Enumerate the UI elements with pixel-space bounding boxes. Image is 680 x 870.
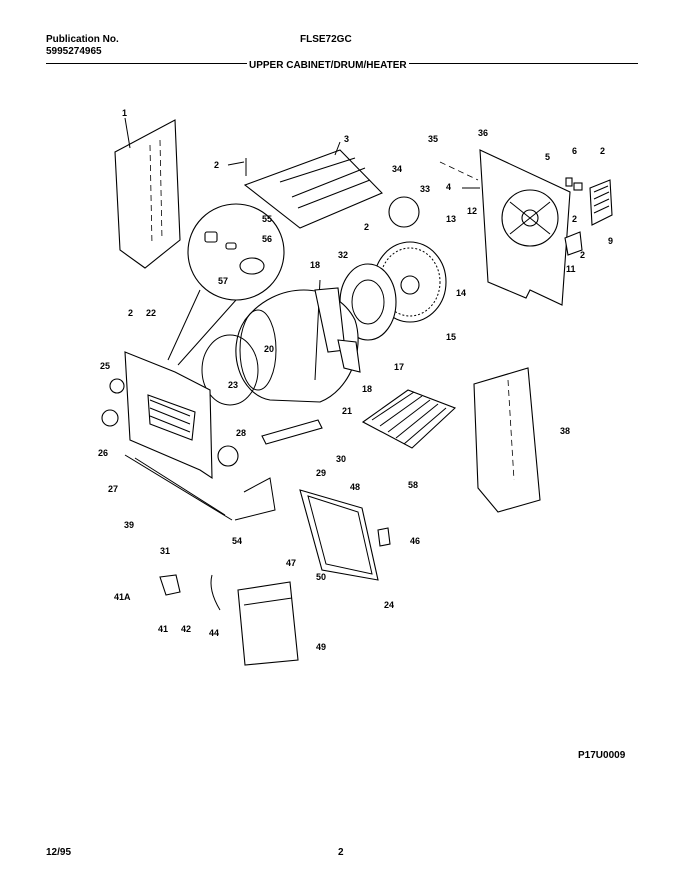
front-panel-part	[124, 351, 213, 480]
label-part-2f: 2	[128, 308, 133, 318]
footer-page-number: 2	[338, 847, 344, 858]
label-part-38: 38	[560, 426, 570, 436]
label-part-2: 2	[214, 160, 219, 170]
label-part-2b: 2	[600, 146, 605, 156]
label-part-22: 22	[146, 308, 156, 318]
label-part-1: 1	[122, 108, 127, 118]
label-part-9: 9	[608, 236, 613, 246]
label-part-49: 49	[316, 642, 326, 652]
label-part-29: 29	[316, 468, 326, 478]
label-part-55: 55	[262, 214, 272, 224]
label-part-17: 17	[394, 362, 404, 372]
publication-number: 5995274965	[46, 46, 102, 57]
label-part-58: 58	[408, 480, 418, 490]
label-part-2c: 2	[572, 214, 577, 224]
publication-label: Publication No.	[46, 34, 119, 45]
label-part-50: 50	[316, 572, 326, 582]
label-part-42: 42	[181, 624, 191, 634]
label-part-54: 54	[232, 536, 242, 546]
label-part-33: 33	[420, 184, 430, 194]
grille-part	[589, 179, 613, 226]
diagram-code: P17U0009	[578, 750, 626, 761]
side-panel-part	[114, 117, 181, 269]
label-part-26: 26	[98, 448, 108, 458]
label-part-18b: 18	[362, 384, 372, 394]
top-panel-part	[243, 141, 383, 229]
label-part-47: 47	[286, 558, 296, 568]
lamp-detail-circle	[167, 203, 285, 366]
label-part-25: 25	[100, 361, 110, 371]
label-part-44: 44	[209, 628, 219, 638]
label-part-30: 30	[336, 454, 346, 464]
label-part-2e: 2	[364, 222, 369, 232]
label-part-15: 15	[446, 332, 456, 342]
rear-panel-part	[439, 149, 571, 306]
label-part-3: 3	[344, 134, 349, 144]
section-title: UPPER CABINET/DRUM/HEATER	[247, 60, 409, 71]
label-part-14: 14	[456, 288, 466, 298]
label-part-46: 46	[410, 536, 420, 546]
model-number: FLSE72GC	[300, 34, 352, 45]
label-part-28: 28	[236, 428, 246, 438]
label-part-20: 20	[264, 344, 274, 354]
label-part-5: 5	[545, 152, 550, 162]
label-part-6: 6	[572, 146, 577, 156]
label-part-23: 23	[228, 380, 238, 390]
footer-date: 12/95	[46, 847, 72, 858]
label-part-24: 24	[384, 600, 394, 610]
label-part-36: 36	[478, 128, 488, 138]
label-part-11: 11	[566, 264, 576, 274]
label-part-32: 32	[338, 250, 348, 260]
label-part-57: 57	[218, 276, 228, 286]
label-part-41: 41	[158, 624, 168, 634]
heater-part	[361, 389, 457, 449]
label-part-34: 34	[392, 164, 402, 174]
label-part-48: 48	[350, 482, 360, 492]
label-part-39: 39	[124, 520, 134, 530]
label-part-27: 27	[108, 484, 118, 494]
label-part-31: 31	[160, 546, 170, 556]
label-part-41a: 41A	[114, 592, 131, 602]
label-part-56: 56	[262, 234, 272, 244]
label-part-13: 13	[446, 214, 456, 224]
label-part-4: 4	[446, 182, 451, 192]
label-part-2d: 2	[580, 250, 585, 260]
label-part-18: 18	[310, 260, 320, 270]
label-part-21: 21	[342, 406, 352, 416]
label-part-12: 12	[467, 206, 477, 216]
label-part-35: 35	[428, 134, 438, 144]
